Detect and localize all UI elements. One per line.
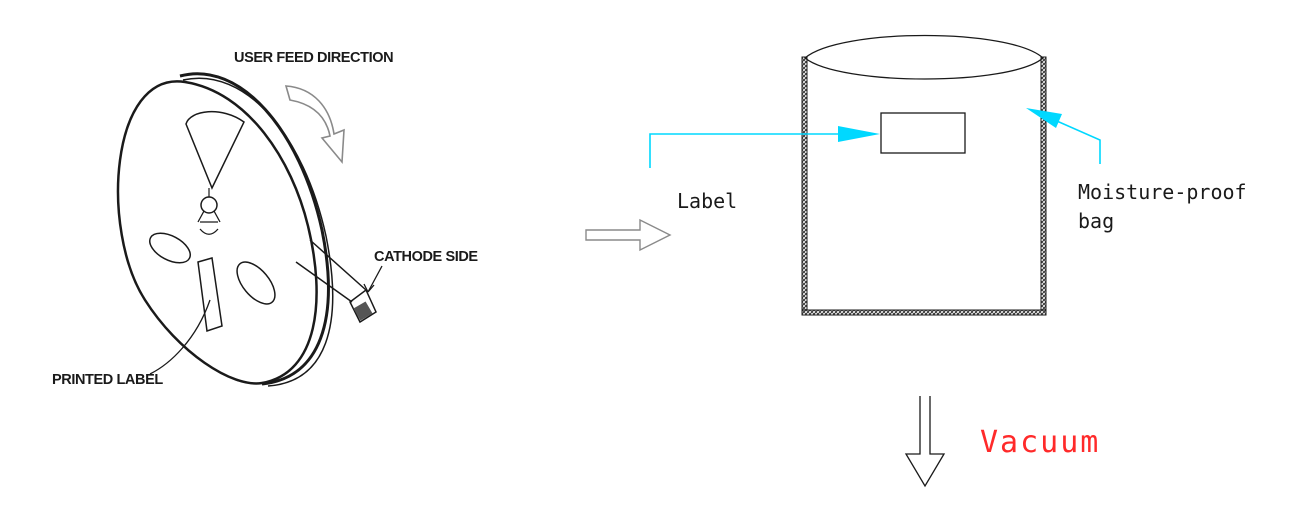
- moisture-bag: [801, 34, 1047, 316]
- feed-direction-arrow: [284, 85, 345, 165]
- reel: [116, 72, 377, 387]
- left-window: [149, 232, 191, 264]
- reel-rim: [179, 72, 330, 386]
- moisture-leader: [1026, 108, 1101, 164]
- label-text: Label: [677, 189, 737, 213]
- bag-left-wall: [801, 56, 808, 316]
- bag-text: bag: [1078, 209, 1114, 233]
- hub: [200, 196, 218, 214]
- bag-right-wall: [1040, 56, 1047, 316]
- reel-flange: [116, 80, 318, 385]
- vacuum-text: Vacuum: [980, 425, 1100, 460]
- vacuum-arrow: [904, 396, 946, 488]
- cathode-leader: [367, 265, 383, 293]
- tape: [295, 239, 367, 303]
- bag-opening: [803, 34, 1044, 80]
- bag-label-box: [880, 112, 966, 154]
- process-arrow: [585, 218, 672, 252]
- printed-label-leader: [149, 299, 211, 375]
- moisture-proof-text: Moisture-proof: [1078, 180, 1247, 204]
- label-window: [197, 257, 223, 332]
- bag-bottom-wall: [801, 309, 1047, 316]
- label-leader: [649, 126, 880, 168]
- right-window: [236, 261, 276, 305]
- feed-direction-label: USER FEED DIRECTION: [234, 50, 393, 66]
- reel-leaders: [149, 265, 383, 375]
- printed-label-label: PRINTED LABEL: [52, 372, 163, 388]
- cathode-side-label: CATHODE SIDE: [374, 249, 478, 265]
- hub-window: [185, 110, 245, 190]
